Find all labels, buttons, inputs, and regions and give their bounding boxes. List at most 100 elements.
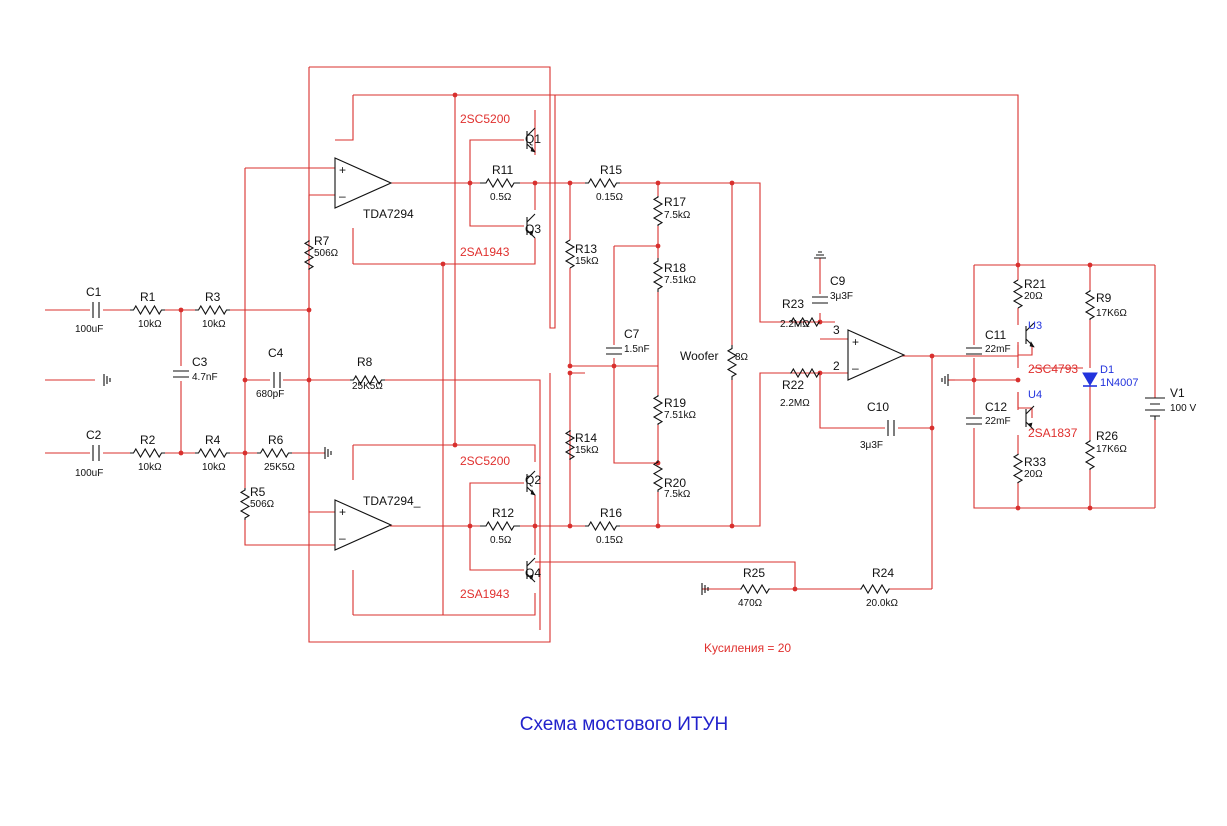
a1-label: TDA7294: [363, 207, 414, 221]
c7-capacitor-icon: [606, 347, 622, 355]
component-labels: C1100uFR110kΩR310kΩC34.7nFC2100uFR210kΩR…: [75, 112, 1196, 609]
r1-resistor-icon: [130, 304, 165, 316]
gain-note: Kусиления = 20: [704, 641, 791, 655]
r25-resistor-icon: [740, 583, 770, 595]
r24-label: R24: [872, 566, 894, 580]
wire: [335, 95, 354, 141]
junction-dot: [729, 523, 735, 529]
c10-value: 3μ3F: [860, 440, 883, 451]
r15-value: 0.15Ω: [596, 192, 623, 203]
r23-value: 2.2MΩ: [780, 319, 810, 330]
r8-resistor-icon: [350, 374, 385, 386]
junction-dot: [242, 450, 248, 456]
junction-dot: [532, 523, 538, 529]
r14-value: 15kΩ: [575, 445, 599, 456]
c4-capacitor-icon: [273, 372, 281, 388]
q3-transistor-icon: [526, 213, 536, 239]
c1-label: C1: [86, 285, 102, 299]
r23-resistor-icon: [790, 316, 820, 328]
r33-resistor-icon: [1012, 453, 1024, 484]
a2-opamp-icon: +–: [334, 499, 393, 551]
r4-label: R4: [205, 433, 221, 447]
d1-label: D1: [1100, 364, 1114, 376]
a3-opamp-icon: +–: [847, 329, 906, 381]
q2-transistor-icon: [526, 470, 536, 496]
q1-transistor-icon: [526, 127, 536, 153]
r7-label: R7: [314, 234, 330, 248]
r25-label: R25: [743, 566, 765, 580]
r11-resistor-icon: [480, 177, 520, 189]
r6-resistor-icon: [257, 447, 292, 459]
junction-dot: [929, 353, 935, 359]
r19-value: 7.51kΩ: [664, 410, 696, 421]
r18-value: 7.51kΩ: [664, 275, 696, 286]
r16-resistor-icon: [585, 520, 620, 532]
wire: [353, 593, 536, 616]
r9-value: 17K6Ω: [1096, 308, 1127, 319]
r26-label: R26: [1096, 429, 1118, 443]
junction-dot: [452, 92, 458, 98]
u3-label: U3: [1028, 320, 1042, 332]
r2-value: 10kΩ: [138, 462, 162, 473]
c12-capacitor-icon: [966, 417, 982, 425]
r11-label: R11: [492, 163, 513, 177]
junction-dot: [792, 586, 798, 592]
junction-dot: [1015, 377, 1021, 383]
r16-label: R16: [600, 506, 622, 520]
opamp-pin-sign: +: [339, 505, 346, 519]
c12-value: 22mF: [985, 416, 1011, 427]
junction-dot: [655, 460, 661, 466]
r3-resistor-icon: [195, 304, 230, 316]
wire: [353, 94, 1019, 265]
junction-dot: [440, 261, 446, 267]
wire: [353, 238, 536, 265]
r8-value: 25K5Ω: [352, 381, 383, 392]
r6-label: R6: [268, 433, 284, 447]
r13-resistor-icon: [564, 239, 576, 269]
r25-ground-icon: [701, 583, 709, 595]
u3-transistor-icon: [1025, 322, 1035, 348]
c2-value: 100uF: [75, 468, 103, 479]
q3-label: Q3: [525, 222, 541, 236]
wire: [819, 373, 885, 429]
r12-value: 0.5Ω: [490, 535, 512, 546]
r2-label: R2: [140, 433, 156, 447]
r21-value: 20Ω: [1024, 291, 1043, 302]
r26-value: 17K6Ω: [1096, 444, 1127, 455]
junction-dot: [1015, 505, 1021, 511]
r3-value: 10kΩ: [202, 319, 226, 330]
v1-label: V1: [1170, 386, 1185, 400]
r17-resistor-icon: [652, 196, 664, 226]
junction-dot: [1015, 262, 1021, 268]
d1-type: 1N4007: [1100, 377, 1139, 389]
r12-label: R12: [492, 506, 514, 520]
wire: [973, 428, 1155, 509]
c12-label: C12: [985, 400, 1007, 414]
r7-resistor-icon: [303, 240, 315, 270]
opamp-pin-sign: –: [339, 531, 346, 545]
wire: [244, 520, 335, 546]
r18-resistor-icon: [652, 258, 664, 292]
u4-label: U4: [1028, 389, 1042, 401]
r26-resistor-icon: [1084, 440, 1096, 470]
wire: [620, 182, 810, 323]
c2-label: C2: [86, 428, 102, 442]
buffer-ground-icon: [941, 374, 949, 386]
r12-resistor-icon: [480, 520, 520, 532]
junction-dot: [467, 180, 473, 186]
c4-label: C4: [268, 346, 284, 360]
r25-value: 470Ω: [738, 598, 763, 609]
junction-dot: [567, 180, 573, 186]
r14-label: R14: [575, 431, 597, 445]
junction-dot: [567, 370, 573, 376]
wire: [308, 270, 335, 513]
schematic-caption: Схема мостового ИТУН: [520, 714, 729, 735]
r1-value: 10kΩ: [138, 319, 162, 330]
r2-resistor-icon: [130, 447, 165, 459]
wires: [45, 66, 1156, 643]
r1-label: R1: [140, 290, 156, 304]
junction-dot: [655, 243, 661, 249]
r22-resistor-icon: [790, 367, 820, 379]
q2-label: Q2: [525, 473, 541, 487]
r4-resistor-icon: [195, 447, 230, 459]
